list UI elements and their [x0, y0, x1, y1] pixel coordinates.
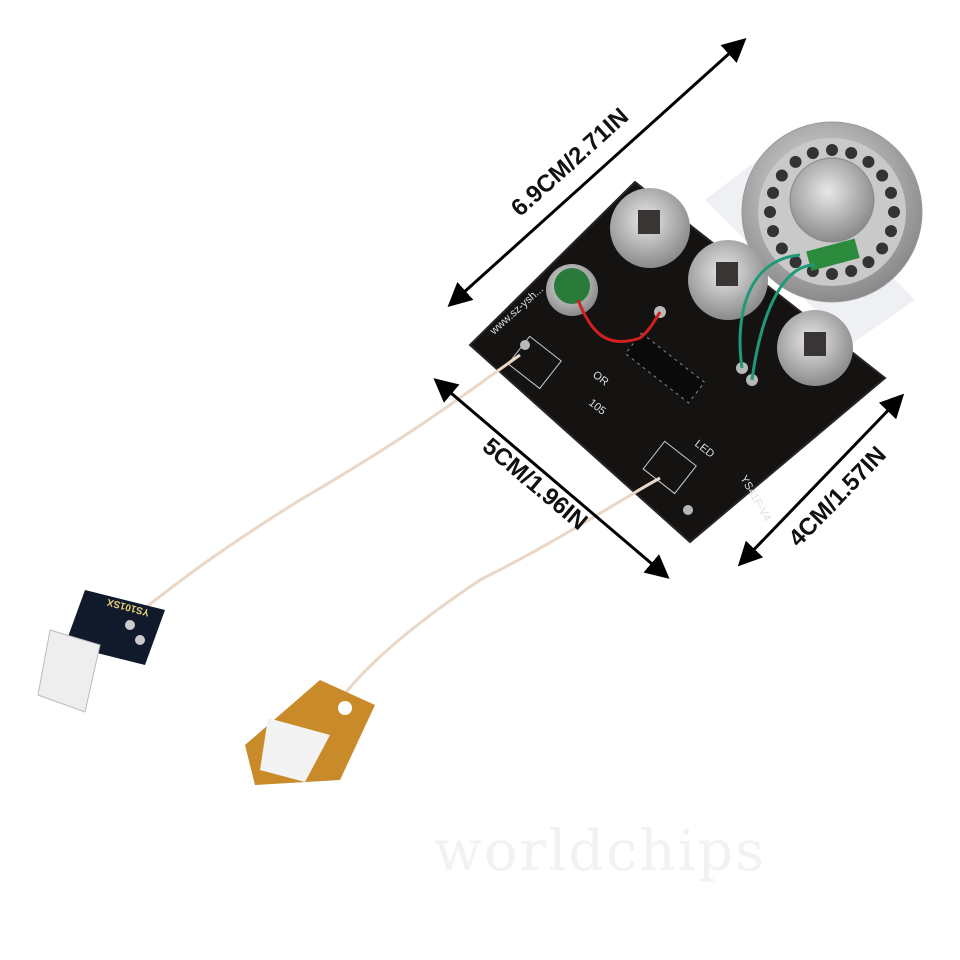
speaker-hole — [845, 264, 858, 277]
sensor-cable-1 — [129, 353, 521, 622]
speaker-hole — [806, 147, 819, 160]
press-sensor — [245, 680, 375, 785]
speaker-hole — [826, 268, 838, 280]
speaker-hole — [775, 169, 788, 182]
speaker-hole — [884, 186, 897, 199]
speaker — [741, 121, 923, 303]
speaker-hole — [826, 144, 838, 156]
speaker-hole — [862, 155, 875, 168]
width-dimension-label: 5CM/1.96IN — [477, 433, 592, 536]
speaker-hole — [767, 186, 780, 199]
microphone — [546, 264, 598, 316]
side-dimension-label: 4CM/1.57IN — [783, 441, 891, 552]
speaker-hole — [789, 256, 802, 269]
speaker-hole — [775, 242, 788, 255]
width-arrow — [433, 378, 670, 579]
red-wire — [576, 299, 662, 344]
speaker-hole — [764, 206, 776, 218]
speaker-hole — [876, 242, 889, 255]
speaker-hole — [789, 155, 802, 168]
green-wire — [738, 253, 801, 369]
speaker-hole — [876, 169, 889, 182]
length-arrow — [447, 37, 747, 308]
speaker-hole — [888, 206, 900, 218]
watermark: worldchips — [434, 819, 766, 884]
light-sensor: YS101SX — [37, 590, 165, 713]
height-arrow — [737, 393, 905, 567]
speaker-hole — [884, 225, 897, 238]
ic-chip — [624, 332, 706, 404]
green-wire — [750, 263, 816, 381]
speaker-hole — [767, 225, 780, 238]
speaker-hole — [845, 147, 858, 160]
speaker-hole — [862, 256, 875, 269]
sensor-cable-2 — [338, 476, 661, 701]
